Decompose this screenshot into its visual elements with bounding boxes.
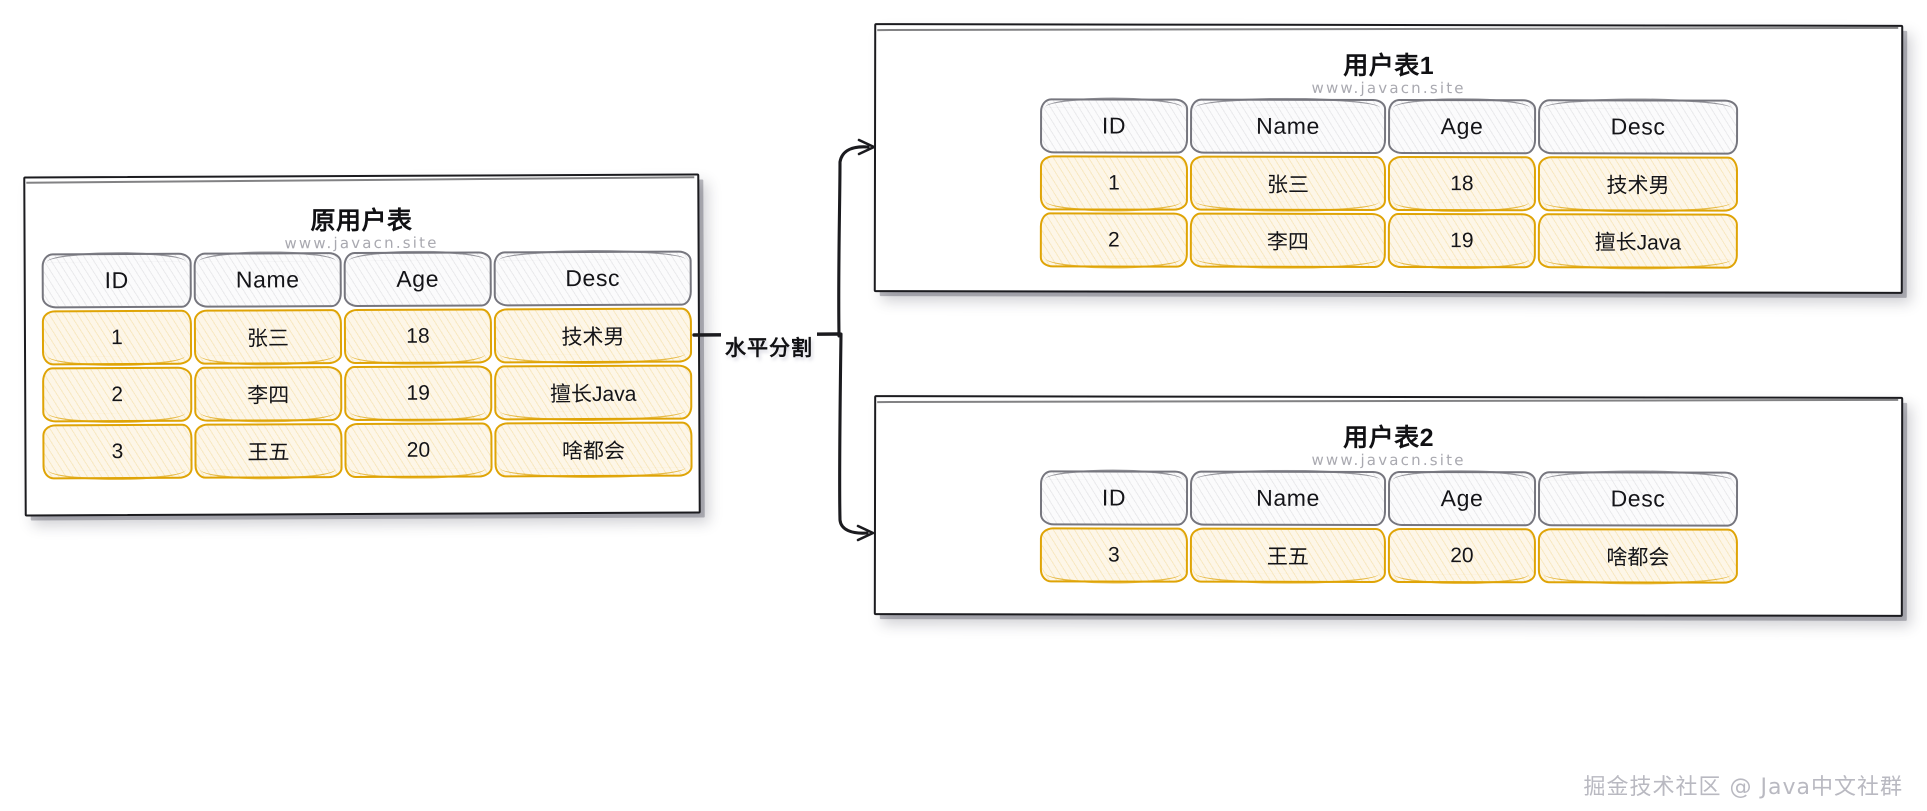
table-2-header-label: Name: [1256, 484, 1320, 511]
table-2-cell: 王五: [1189, 527, 1386, 583]
source-table-cell-value: 张三: [246, 326, 290, 351]
table-1-cell-value: 技术男: [1606, 173, 1670, 197]
table-1-cell-value: 18: [1450, 171, 1474, 195]
source-table-header-label: ID: [104, 267, 129, 294]
source-table-cell-value: 19: [406, 381, 430, 405]
source-table-header-name: Name: [193, 252, 342, 308]
table-2-header-label: Age: [1440, 485, 1484, 512]
source-table-cell: 1: [41, 309, 193, 366]
source-table-cell: 19: [344, 365, 493, 422]
source-table-header-desc: Desc: [493, 250, 692, 307]
table-1-cell: 李四: [1189, 212, 1386, 268]
table-2-title: 用户表2: [1343, 423, 1435, 453]
source-table-cell-value: 20: [406, 438, 431, 462]
source-table-cell-value: 2: [111, 382, 124, 406]
watermark: 掘金技术社区 @ Java中文社群: [1583, 775, 1903, 800]
source-table-cell-value: 技术男: [561, 325, 625, 349]
table-2-header-id: ID: [1039, 470, 1189, 526]
table-2-cell-value: 20: [1450, 543, 1474, 567]
table-1-cell: 张三: [1189, 155, 1387, 211]
source-table-cell-value: 擅长Java: [549, 382, 637, 406]
source-table-header-age: Age: [343, 251, 492, 308]
source-table-cell: 技术男: [493, 307, 693, 364]
source-table-cell: 20: [344, 422, 493, 479]
table-1-header-id: ID: [1040, 98, 1189, 154]
table-1-header-label: Name: [1256, 112, 1320, 139]
table-1-cell-value: 2: [1107, 228, 1120, 252]
table-1-cell-value: 擅长Java: [1594, 230, 1682, 255]
table-1-grid: ID Name Age Desc 1 张三 18 技术男 2 李四 19 擅长Java: [886, 98, 1892, 269]
source-table-cell: 张三: [193, 309, 343, 365]
table-2-header-desc: Desc: [1537, 471, 1739, 527]
table-2-header-name: Name: [1189, 470, 1387, 526]
source-table-header-label: Desc: [565, 264, 621, 292]
table-1-cell: 技术男: [1537, 156, 1739, 212]
table-2-header-label: ID: [1101, 484, 1127, 511]
table-2-grid: ID Name Age Desc 3 王五 20 啥都会: [886, 470, 1892, 584]
table-1-header-name: Name: [1190, 98, 1387, 154]
table-1-cell: 擅长Java: [1537, 213, 1738, 269]
table-1-subtitle: www.javacn.site: [1311, 78, 1466, 98]
table-1-header-label: ID: [1101, 112, 1127, 139]
table-2-panel: 用户表2 www.javacn.site ID Name Age Desc 3 王五 20 啥…: [873, 395, 1904, 617]
source-table-grid: ID Name Age Desc 1 张三 18 技术男 2 李四 19 擅长Java 3 王五 20 啥都会: [41, 250, 693, 480]
table-1-header-label: Age: [1440, 113, 1484, 140]
table-2-cell-value: 啥都会: [1606, 545, 1670, 569]
table-1-title: 用户表1: [1343, 51, 1435, 81]
source-table-header-label: Age: [396, 265, 440, 292]
table-2-cell-value: 3: [1108, 543, 1120, 567]
source-table-cell-value: 啥都会: [561, 439, 626, 463]
source-table-cell-value: 1: [111, 325, 123, 349]
table-1-cell: 19: [1387, 212, 1536, 269]
table-1-cell-value: 李四: [1266, 230, 1309, 254]
table-2-cell: 20: [1387, 527, 1536, 584]
table-2-header-age: Age: [1387, 470, 1537, 527]
table-1-header-age: Age: [1388, 98, 1537, 155]
source-table-cell: 擅长Java: [494, 364, 693, 421]
source-table-cell: 3: [42, 423, 193, 480]
table-1-cell: 18: [1387, 155, 1537, 212]
source-table-cell-value: 王五: [247, 440, 290, 465]
source-table-cell: 王五: [194, 423, 343, 479]
source-table-cell: 18: [343, 308, 493, 365]
table-1-header-desc: Desc: [1538, 99, 1739, 155]
source-table-header-id: ID: [41, 252, 192, 309]
source-table-header-label: Name: [235, 266, 300, 293]
table-1-cell-value: 张三: [1266, 173, 1309, 197]
source-table-cell: 啥都会: [494, 421, 693, 478]
source-table-cell-value: 18: [406, 324, 430, 348]
table-2-cell: 啥都会: [1537, 528, 1738, 584]
table-1-cell: 1: [1039, 155, 1189, 211]
source-table-cell: 2: [42, 366, 193, 423]
table-2-cell: 3: [1039, 527, 1188, 583]
source-table-cell-value: 3: [111, 439, 124, 463]
table-1-header-label: Desc: [1610, 113, 1666, 140]
table-1-cell-value: 19: [1450, 228, 1474, 252]
source-table-cell-value: 李四: [247, 383, 290, 408]
table-1-cell-value: 1: [1108, 171, 1120, 195]
source-table-cell: 李四: [194, 366, 343, 422]
table-1-panel: 用户表1 www.javacn.site ID Name Age Desc 1 张三 18 技…: [873, 23, 1904, 294]
split-label: 水平分割: [721, 331, 817, 363]
table-2-cell-value: 王五: [1266, 545, 1309, 569]
table-1-cell: 2: [1039, 212, 1188, 268]
table-2-header-label: Desc: [1610, 485, 1666, 512]
table-2-subtitle: www.javacn.site: [1311, 450, 1466, 470]
